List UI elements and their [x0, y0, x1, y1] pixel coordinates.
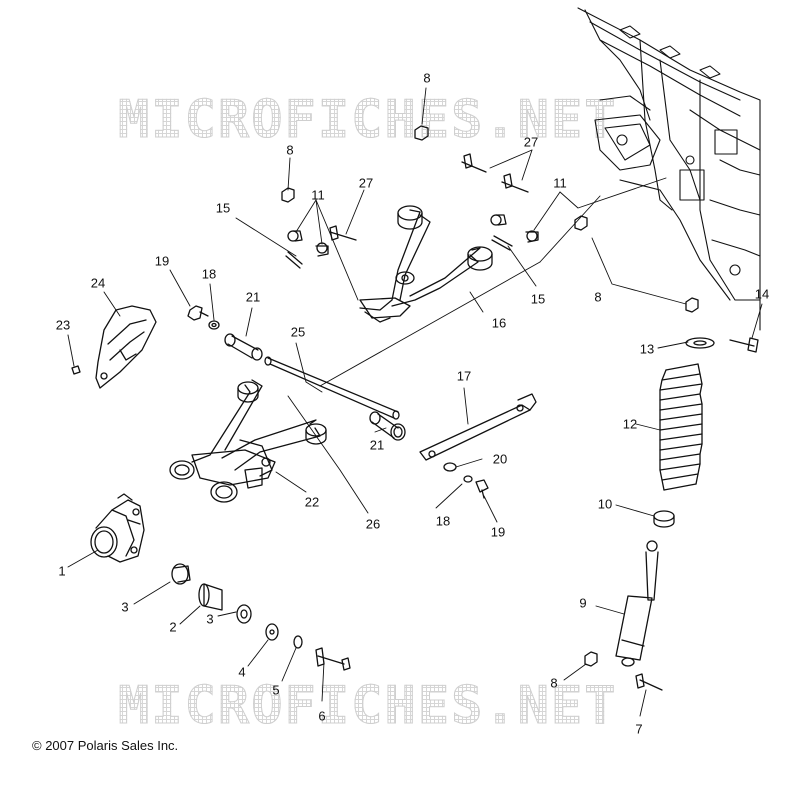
watermark-bottom: MICROFICHES.NET — [118, 676, 618, 737]
callout-18a: 18 — [201, 266, 217, 282]
callout-23: 23 — [55, 317, 71, 333]
callout-18b: 18 — [435, 513, 451, 529]
callout-4: 4 — [238, 664, 246, 680]
callout-11b: 11 — [553, 175, 567, 191]
callout-19a: 19 — [154, 253, 170, 269]
callout-8a: 8 — [423, 70, 431, 86]
callout-8b: 8 — [286, 142, 294, 158]
callout-13: 13 — [639, 341, 655, 357]
callout-3a: 3 — [121, 599, 129, 615]
callout-16: 16 — [491, 315, 507, 331]
shock-absorber — [615, 540, 659, 667]
pivot-shaft — [264, 356, 400, 420]
upper-a-arm — [359, 205, 493, 323]
callout-8d: 8 — [550, 675, 558, 691]
bushing-lower — [369, 411, 406, 441]
guard — [95, 305, 157, 389]
callout-14: 14 — [754, 286, 770, 302]
callout-10: 10 — [597, 496, 613, 512]
callout-25: 25 — [290, 324, 306, 340]
watermark-top: MICROFICHES.NET — [118, 90, 618, 151]
callout-27a: 27 — [358, 175, 374, 191]
callout-21b: 21 — [369, 437, 385, 453]
callout-19b: 19 — [490, 524, 506, 540]
callout-7: 7 — [635, 721, 643, 737]
callout-21a: 21 — [245, 289, 261, 305]
callout-5: 5 — [272, 682, 280, 698]
leader-lines — [67, 87, 763, 717]
callout-22: 22 — [304, 494, 320, 510]
callout-6: 6 — [318, 708, 326, 724]
callout-20: 20 — [492, 451, 508, 467]
stabilizer-link — [419, 393, 537, 461]
callout-24: 24 — [90, 275, 106, 291]
callout-12: 12 — [622, 416, 638, 432]
callout-1: 1 — [58, 563, 66, 579]
callout-27b: 27 — [523, 134, 539, 150]
callout-11a: 11 — [311, 187, 325, 203]
bearing-carrier — [90, 493, 145, 563]
callout-26: 26 — [365, 516, 381, 532]
callout-15b: 15 — [530, 291, 546, 307]
callout-15a: 15 — [215, 200, 231, 216]
callout-8c: 8 — [594, 289, 602, 305]
copyright-notice: © 2007 Polaris Sales Inc. — [32, 738, 179, 753]
coil-spring — [659, 363, 703, 491]
callout-9: 9 — [579, 595, 587, 611]
callout-3b: 3 — [206, 611, 214, 627]
small-fasteners — [71, 125, 759, 691]
lower-a-arm — [169, 379, 327, 503]
callout-2: 2 — [169, 619, 177, 635]
bushing-upper — [224, 333, 263, 361]
callout-17: 17 — [456, 368, 472, 384]
frame-section — [577, 7, 761, 331]
